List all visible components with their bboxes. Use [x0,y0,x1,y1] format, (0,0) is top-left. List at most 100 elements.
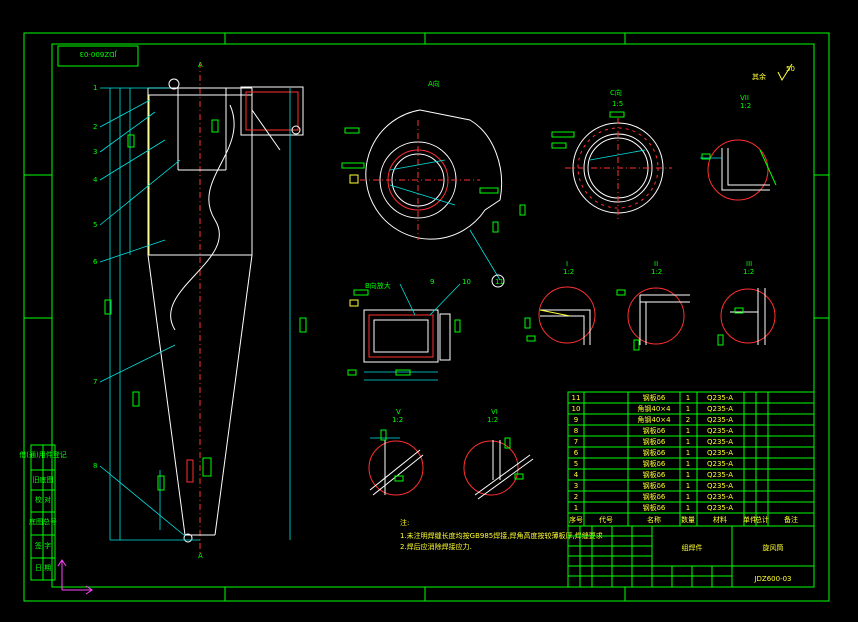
section-a-bottom: A [198,552,203,560]
part-label-10: 10 [462,278,471,286]
material-note: 旋风筒 [763,543,784,552]
bom-name: 钢板δ6 [643,448,666,457]
bom-name: 角钢40×4 [637,415,671,424]
part-label-8: 8 [93,462,97,470]
side-stamp-column: 借(通)用件登记 旧底图 校 对 底图总号 签 字 日 期 [19,444,67,581]
bom-no: 7 [574,438,578,446]
title-block: 组焊件 旋风筒 JDZ600-03 [567,525,815,588]
detail-vi: VI 1:2 [463,408,534,500]
detail-ii-scale: 1:2 [651,268,662,276]
part-label-5: 5 [93,221,97,229]
assembly-title: 组焊件 [682,543,703,552]
view-a: A向 11 [341,79,526,288]
bom-no: 11 [572,394,581,402]
bom-material: Q235-A [707,493,733,501]
bom-material: Q235-A [707,405,733,413]
detail-iii: III 1:2 [717,260,776,346]
detail-vii-scale: 1:2 [740,102,751,110]
detail-v-label: V [396,408,401,416]
bom-material: Q235-A [707,449,733,457]
bom-no: 10 [572,405,581,413]
detail-iii-label: III [746,260,752,268]
section-a-top: A [198,61,203,69]
detail-vii: VII 1:2 [700,94,777,201]
detail-i: I 1:2 [524,260,596,345]
roughness-value: 50 [786,65,795,73]
bom-name: 钢板δ6 [643,393,666,402]
bom-header-6: 总计 [755,515,769,524]
bom-name: 钢板δ6 [643,459,666,468]
bom-no: 3 [574,482,578,490]
roughness-label: 其余 [752,72,766,81]
notes-line-1: 1.未注明焊缝长度均按GB985焊接,焊角高度按较薄板厚,焊缝要求 [400,531,603,540]
bom-name: 钢板δ6 [643,492,666,501]
bom-header-5: 单件 [743,515,757,524]
bom-header-3: 数量 [681,515,695,524]
detail-ii: II 1:2 [616,260,690,351]
bom-qty: 1 [686,405,690,413]
bom-name: 角钢40×4 [637,404,671,413]
part-label-1: 1 [93,84,97,92]
bom-no: 4 [574,471,579,479]
bom-material: Q235-A [707,416,733,424]
mirrored-number-box [57,45,139,67]
bom-header-1: 代号 [599,515,613,524]
bom-no: 5 [574,460,578,468]
bom-material: Q235-A [707,394,733,402]
stamp-1: 旧底图 [33,475,54,484]
part-label-3: 3 [93,148,97,156]
stamp-3: 底图总号 [29,517,57,526]
cyclone-elevation: 1 2 3 4 5 6 7 8 A A [93,61,307,560]
detail-v: V 1:2 [368,408,424,496]
bom-header-2: 名称 [647,515,661,524]
detail-vii-label: VII [740,94,749,102]
bom-material: Q235-A [707,427,733,435]
notes-title: 注: [400,518,409,527]
bom-header-7: 备注 [784,515,798,524]
bom-qty: 1 [686,427,690,435]
bom-name: 钢板δ6 [643,437,666,446]
detail-iii-scale: 1:2 [743,268,754,276]
roughness-symbol [777,63,793,82]
detail-vi-label: VI [491,408,498,416]
view-b: B向放大 9 10 [347,278,471,381]
bom-name: 钢板δ6 [643,481,666,490]
part-label-11: 11 [495,278,504,286]
view-a-label: A向 [428,79,440,88]
view-c-label: C向 [610,88,622,97]
bom-qty: 1 [686,460,690,468]
detail-ii-label: II [654,260,658,268]
bom-qty: 1 [686,471,690,479]
mirrored-drawing-number: JDZ600-03 [79,50,117,58]
bom-material: Q235-A [707,471,733,479]
stamp-4: 签 字 [35,541,51,550]
notes-line-2: 2.焊后应消除焊接应力. [400,542,472,551]
bom-name: 钢板δ6 [643,470,666,479]
detail-i-scale: 1:2 [563,268,574,276]
part-label-7: 7 [93,378,97,386]
part-label-2: 2 [93,123,97,131]
detail-i-label: I [566,260,568,268]
drawing-number: JDZ600-03 [753,575,791,583]
stamp-2: 校 对 [35,495,51,504]
bom-name: 钢板δ6 [643,503,666,512]
bom-no: 2 [574,493,578,501]
bom-qty: 1 [686,438,690,446]
part-label-4: 4 [93,176,98,184]
notes-block: 注: 1.未注明焊缝长度均按GB985焊接,焊角高度按较薄板厚,焊缝要求 2.焊… [400,518,603,551]
bom-material: Q235-A [707,504,733,512]
stamp-5: 日 期 [35,564,51,572]
bom-no: 1 [574,504,578,512]
bom-qty: 1 [686,449,690,457]
bom-no: 9 [574,416,578,424]
ucs-icon [57,559,93,595]
bom-header-4: 材料 [713,515,727,524]
bom-header-0: 序号 [569,515,583,524]
bom-qty: 1 [686,504,690,512]
bom-qty: 1 [686,394,690,402]
view-b-label: B向放大 [365,281,391,290]
bom-qty: 1 [686,493,690,501]
outer-frame [23,32,830,602]
